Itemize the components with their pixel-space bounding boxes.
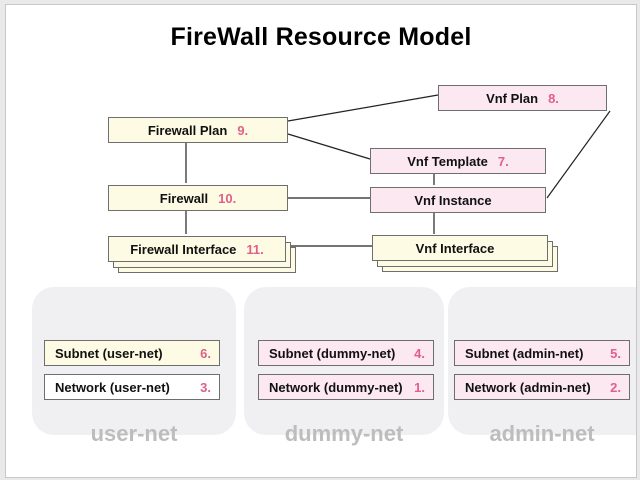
vnf-template-label: Vnf Template bbox=[407, 153, 488, 169]
network-user-net-number: 3. bbox=[200, 379, 211, 395]
subnet-user-net-number: 6. bbox=[200, 345, 211, 361]
firewall-interface-label: Firewall Interface bbox=[130, 241, 237, 257]
subnet-admin-net-number: 5. bbox=[610, 345, 621, 361]
firewall-label: Firewall bbox=[159, 190, 209, 206]
firewall-box: Firewall 10. bbox=[108, 185, 288, 211]
user-net-label: user-net bbox=[90, 421, 178, 446]
subnet-dummy-net-label: Subnet (dummy-net) bbox=[269, 345, 396, 361]
vnf-interface-label: Vnf Interface bbox=[415, 240, 495, 256]
vnf-instance-box: Vnf Instance bbox=[370, 187, 546, 213]
subnet-user-net-label: Subnet (user-net) bbox=[55, 345, 163, 361]
line-vnf-instance-to-vnf-plan bbox=[546, 110, 611, 199]
firewall-number: 10. bbox=[218, 190, 237, 206]
vnf-plan-box: Vnf Plan 8. bbox=[438, 85, 607, 111]
network-user-net-label: Network (user-net) bbox=[55, 379, 170, 395]
dummy-net-label: dummy-net bbox=[284, 421, 404, 446]
vnf-template-number: 7. bbox=[497, 153, 509, 169]
diagram-title: FireWall Resource Model bbox=[170, 23, 472, 51]
firewall-plan-box: Firewall Plan 9. bbox=[108, 117, 288, 143]
subnet-dummy-net-number: 4. bbox=[414, 345, 425, 361]
connector-lines bbox=[185, 94, 611, 247]
slide: FireWall Resource Model user-net dummy-n… bbox=[5, 4, 637, 478]
firewall-plan-label: Firewall Plan bbox=[147, 122, 228, 138]
network-dummy-net-box: Network (dummy-net) 1. bbox=[258, 374, 434, 400]
vnf-template-box: Vnf Template 7. bbox=[370, 148, 546, 174]
admin-net-label: admin-net bbox=[489, 421, 595, 446]
firewall-plan-number: 9. bbox=[237, 122, 249, 138]
subnet-dummy-net-box: Subnet (dummy-net) 4. bbox=[258, 340, 434, 366]
vnf-plan-number: 8. bbox=[548, 90, 559, 106]
vnf-interface-box: Vnf Interface bbox=[372, 235, 548, 261]
vnf-instance-label: Vnf Instance bbox=[414, 192, 492, 208]
subnet-user-net-box: Subnet (user-net) 6. bbox=[44, 340, 220, 366]
subnet-admin-net-label: Subnet (admin-net) bbox=[465, 345, 584, 361]
vnf-plan-label: Vnf Plan bbox=[486, 90, 539, 106]
subnet-admin-net-box: Subnet (admin-net) 5. bbox=[454, 340, 630, 366]
firewall-interface-number: 11. bbox=[246, 241, 264, 257]
network-admin-net-box: Network (admin-net) 2. bbox=[454, 374, 630, 400]
network-dummy-net-label: Network (dummy-net) bbox=[269, 379, 403, 395]
network-admin-net-number: 2. bbox=[610, 379, 621, 395]
network-admin-net-label: Network (admin-net) bbox=[465, 379, 591, 395]
line-firewall-plan-to-vnf-template bbox=[287, 133, 371, 160]
network-dummy-net-number: 1. bbox=[414, 379, 425, 395]
line-firewall-plan-to-vnf-plan bbox=[287, 94, 439, 122]
firewall-interface-box: Firewall Interface 11. bbox=[108, 236, 286, 262]
network-user-net-box: Network (user-net) 3. bbox=[44, 374, 220, 400]
